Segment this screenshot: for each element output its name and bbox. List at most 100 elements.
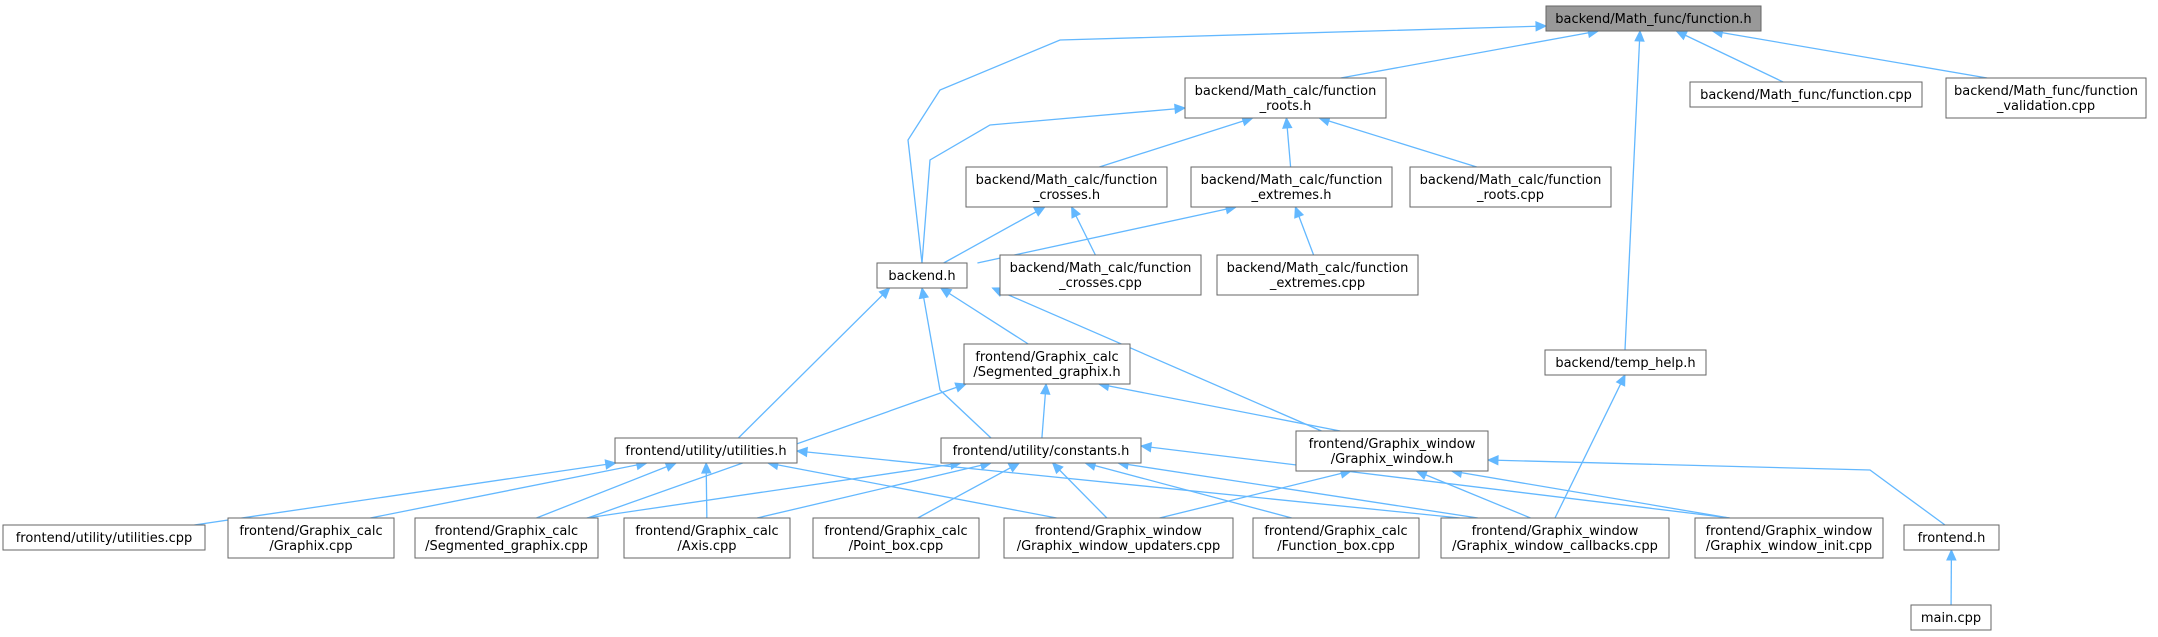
node-label: frontend/utility/utilities.cpp [16, 531, 193, 546]
node-label: backend/Math_calc/function [1201, 173, 1383, 188]
node-label: /Graphix_window_init.cpp [1706, 539, 1872, 554]
node-roots-cpp[interactable]: backend/Math_calc/function_roots.cpp [1409, 166, 1612, 208]
node-valid-cpp[interactable]: backend/Math_func/function_validation.cp… [1945, 77, 2147, 119]
node-label: _crosses.cpp [1058, 276, 1142, 291]
node-label: frontend/Graphix_window [1706, 524, 1873, 539]
node-axis-cpp[interactable]: frontend/Graphix_calc/Axis.cpp [623, 517, 791, 559]
node-box [999, 254, 1202, 296]
node-label: frontend/Graphix_window [1035, 524, 1202, 539]
node-label: frontend/utility/utilities.h [625, 444, 786, 459]
node-funcbox-cpp[interactable]: frontend/Graphix_calc/Function_box.cpp [1252, 517, 1420, 559]
node-label: /Graphix_window_updaters.cpp [1017, 539, 1221, 554]
edge-init_cpp-to-win_h [1450, 467, 1730, 519]
node-label: /Segmented_graphix.cpp [425, 539, 588, 554]
node-label: frontend/Graphix_window [1309, 437, 1476, 452]
node-box [876, 262, 968, 289]
edge-extremes_h-to-roots_h [1282, 116, 1293, 168]
node-box [414, 517, 599, 559]
node-label: _extremes.h [1251, 188, 1332, 203]
node-box [1689, 81, 1923, 108]
node-box [623, 517, 791, 559]
edge-funcbox_cpp-to-const_h [1084, 460, 1292, 519]
edge-callbacks_cpp-to-temp_h [1554, 373, 1626, 519]
edge-win_h-to-seg_h [1097, 380, 1341, 432]
node-func-h[interactable]: backend/Math_func/function.h [1545, 5, 1762, 32]
edge-init_cpp-to-const_h [1139, 442, 1731, 519]
arrowhead [1033, 206, 1046, 217]
node-seg-h[interactable]: frontend/Graphix_calc/Segmented_graphix.… [963, 343, 1131, 385]
node-box [1184, 77, 1387, 119]
node-box [940, 437, 1142, 464]
edge-util_h-to-backend_h [737, 287, 891, 439]
node-crosses-cpp[interactable]: backend/Math_calc/function_crosses.cpp [999, 254, 1202, 296]
arrowhead [1007, 462, 1021, 473]
node-box [2, 524, 206, 551]
node-point-cpp[interactable]: frontend/Graphix_calc/Point_box.cpp [812, 517, 980, 559]
node-box [1694, 517, 1884, 559]
node-const-h[interactable]: frontend/utility/constants.h [940, 437, 1142, 464]
node-frontend-h[interactable]: frontend.h [1903, 524, 2000, 551]
arrowhead [939, 287, 953, 299]
node-roots-h[interactable]: backend/Math_calc/function_roots.h [1184, 77, 1387, 119]
node-graphix-cpp[interactable]: frontend/Graphix_calc/Graphix.cpp [227, 517, 395, 559]
node-extremes-cpp[interactable]: backend/Math_calc/function_extremes.cpp [1216, 254, 1419, 296]
node-label: /Graphix.cpp [269, 539, 352, 554]
arrowhead [795, 446, 808, 458]
node-util-h[interactable]: frontend/utility/utilities.h [614, 437, 798, 464]
arrowhead [604, 459, 617, 470]
node-func-cpp[interactable]: backend/Math_func/function.cpp [1689, 81, 1923, 108]
node-box [1945, 77, 2147, 119]
node-main-cpp[interactable]: main.cpp [1910, 604, 1992, 631]
edge-graphix_cpp-to-util_h [370, 459, 648, 519]
node-util-cpp[interactable]: frontend/utility/utilities.cpp [2, 524, 206, 551]
node-label: frontend/Graphix_calc [635, 524, 778, 539]
node-label: frontend/Graphix_calc [975, 350, 1118, 365]
node-box [965, 166, 1168, 208]
node-updaters-cpp[interactable]: frontend/Graphix_window/Graphix_window_u… [1003, 517, 1234, 559]
arrowhead [954, 382, 968, 393]
arrowhead [1051, 462, 1064, 475]
arrowhead [918, 286, 930, 300]
node-label: frontend.h [1918, 531, 1986, 546]
node-label: _roots.h [1259, 99, 1312, 114]
node-box [1440, 517, 1670, 559]
edge-temp_h-to-func_h [1624, 29, 1645, 351]
edge-roots_h-to-func_h [1340, 27, 1600, 79]
node-label: backend.h [888, 269, 955, 284]
node-crosses-h[interactable]: backend/Math_calc/function_crosses.h [965, 166, 1168, 208]
node-seg-cpp[interactable]: frontend/Graphix_calc/Segmented_graphix.… [414, 517, 599, 559]
arrowhead [1040, 382, 1051, 395]
node-win-h[interactable]: frontend/Graphix_window/Graphix_window.h [1295, 430, 1489, 472]
node-label: backend/Math_calc/function [1227, 261, 1409, 276]
node-box [227, 517, 395, 559]
edge-frontend_h-to-win_h [1486, 455, 1946, 526]
edge-const_h-to-backend_h [918, 286, 992, 439]
node-label: backend/Math_calc/function [1195, 84, 1377, 99]
node-label: frontend/Graphix_calc [239, 524, 382, 539]
node-label: frontend/Graphix_window [1472, 524, 1639, 539]
edge-axis_cpp-to-const_h [756, 460, 993, 519]
node-label: /Point_box.cpp [849, 539, 943, 554]
edge-backend_h-to-extremes_h [977, 204, 1238, 264]
edge-axis_cpp-to-util_h [701, 461, 712, 519]
edge-util_cpp-to-util_h [194, 459, 617, 526]
edge-seg_h-to-backend_h [939, 287, 1029, 345]
node-label: _validation.cpp [1996, 99, 2095, 114]
edge-callbacks_cpp-to-util_h [795, 446, 1461, 519]
node-backend-h[interactable]: backend.h [876, 262, 968, 289]
node-callbacks-cpp[interactable]: frontend/Graphix_window/Graphix_window_c… [1440, 517, 1670, 559]
node-label: backend/Math_calc/function [1010, 261, 1192, 276]
node-temp-h[interactable]: backend/temp_help.h [1544, 349, 1707, 376]
node-label: backend/Math_calc/function [1420, 173, 1602, 188]
node-label: _roots.cpp [1476, 188, 1544, 203]
arrowhead [1634, 29, 1645, 42]
node-extremes-h[interactable]: backend/Math_calc/function_extremes.h [1190, 166, 1393, 208]
node-box [1003, 517, 1234, 559]
node-label: frontend/Graphix_calc [435, 524, 578, 539]
node-label: /Axis.cpp [677, 539, 736, 554]
node-label: frontend/Graphix_calc [1264, 524, 1407, 539]
node-label: backend/Math_func/function [1954, 84, 2138, 99]
node-box [1544, 349, 1707, 376]
node-init-cpp[interactable]: frontend/Graphix_window/Graphix_window_i… [1694, 517, 1884, 559]
